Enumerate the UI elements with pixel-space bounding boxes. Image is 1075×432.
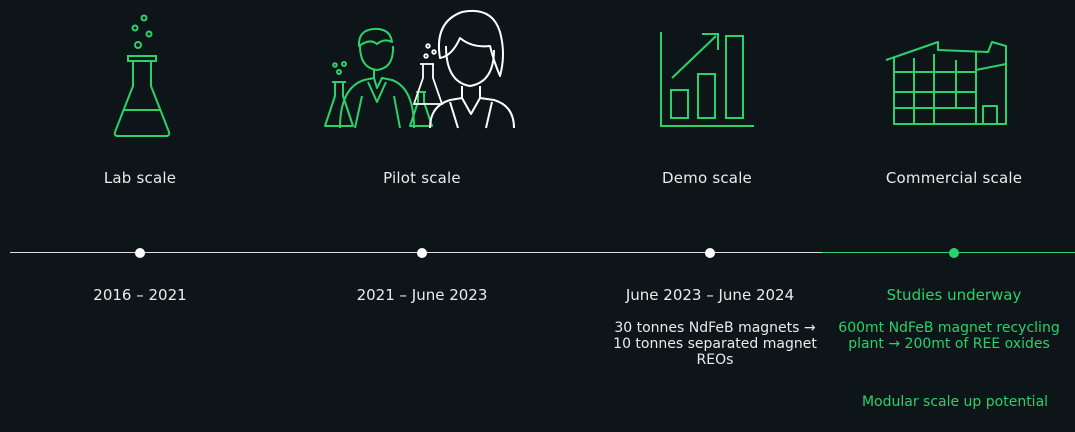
flask-icon <box>112 14 172 139</box>
stage-label-commercial: Commercial scale <box>885 169 1023 187</box>
growth-chart-icon <box>658 30 758 130</box>
timeline-marker-commercial <box>949 248 959 258</box>
timeline-line-future <box>822 252 1075 253</box>
timeline-marker-pilot <box>417 248 427 258</box>
period-lab: 2016 – 2021 <box>93 286 187 304</box>
stage-label-pilot: Pilot scale <box>383 169 461 187</box>
stage-label-demo: Demo scale <box>662 169 752 187</box>
commercial-note-modular: Modular scale up potential <box>861 394 1049 410</box>
factory-icon <box>884 36 1014 128</box>
stage-label-lab: Lab scale <box>103 169 177 187</box>
timeline-line <box>10 252 822 253</box>
period-pilot: 2021 – June 2023 <box>356 286 488 304</box>
period-commercial: Studies underway <box>886 286 1022 304</box>
demo-note: 30 tonnes NdFeB magnets → 10 tonnes sepa… <box>613 320 817 368</box>
timeline-marker-demo <box>705 248 715 258</box>
period-demo: June 2023 – June 2024 <box>625 286 795 304</box>
commercial-note-plant: 600mt NdFeB magnet recycling plant → 200… <box>838 320 1060 352</box>
timeline-marker-lab <box>135 248 145 258</box>
scientists-icon <box>322 2 522 132</box>
